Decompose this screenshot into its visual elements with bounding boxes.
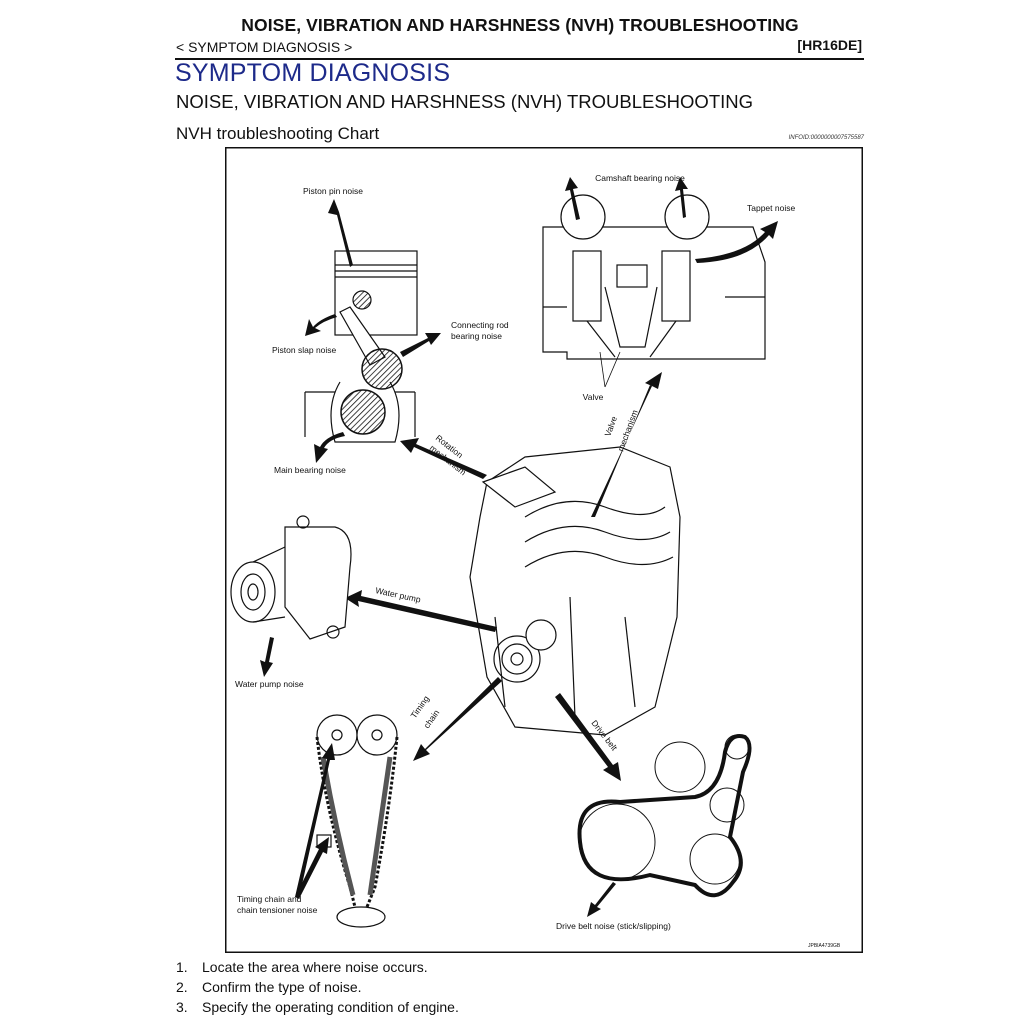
label-camshaft-bearing-noise: Camshaft bearing noise <box>595 173 685 183</box>
step-number: 3. <box>176 999 188 1015</box>
step-1: 1. Locate the area where noise occurs. <box>176 959 428 975</box>
label-piston-slap-noise: Piston slap noise <box>272 345 337 355</box>
label-valve: Valve <box>583 392 604 402</box>
rotation-mechanism-arrow <box>400 438 487 479</box>
drive-belt-noise-arrow <box>587 882 616 917</box>
camshaft-noise-arrow-right <box>675 177 688 218</box>
label-connecting-rod-1: Connecting rod <box>451 320 509 330</box>
tappet-noise-arrow <box>695 221 778 263</box>
page-header-title: NOISE, VIBRATION AND HARSHNESS (NVH) TRO… <box>241 15 799 35</box>
section-title: SYMPTOM DIAGNOSIS <box>175 59 451 87</box>
step-text: Confirm the type of noise. <box>202 979 362 995</box>
main-bearing-noise-arrow <box>314 432 345 463</box>
step-text: Locate the area where noise occurs. <box>202 959 428 975</box>
camshaft-noise-arrow-left <box>565 177 580 220</box>
timing-chain-drawing <box>315 714 399 928</box>
water-pump-noise-arrow <box>260 637 274 677</box>
connecting-rod-noise-arrow <box>400 333 441 357</box>
drive-belt-drawing <box>577 734 752 898</box>
step-3: 3. Specify the operating condition of eng… <box>176 999 459 1015</box>
valve-mechanism-arrow <box>591 372 662 517</box>
step-2: 2. Confirm the type of noise. <box>176 979 362 995</box>
timing-chain-arrow <box>413 677 502 761</box>
nvh-figure: Piston pin noise Piston slap noise Conne… <box>225 147 863 953</box>
water-pump-drawing <box>230 515 352 640</box>
piston-slap-noise-arrow <box>305 314 337 336</box>
subsection-title: NOISE, VIBRATION AND HARSHNESS (NVH) TRO… <box>176 91 754 112</box>
step-number: 2. <box>176 979 188 995</box>
water-pump-arrow <box>345 590 497 632</box>
drive-belt-arrow <box>555 693 621 781</box>
step-number: 1. <box>176 959 188 975</box>
info-id: INFOID:0000000007575587 <box>788 135 864 141</box>
piston-pin-noise-arrow <box>328 199 353 267</box>
label-timing-chain-noise-2: chain tensioner noise <box>237 905 318 915</box>
engine-block-drawing <box>469 446 681 736</box>
header-divider <box>175 58 864 60</box>
figure-code: JPBIA4739GB <box>808 943 841 949</box>
label-connecting-rod-2: bearing noise <box>451 331 502 341</box>
piston-assembly-drawing <box>304 250 418 443</box>
breadcrumb: < SYMPTOM DIAGNOSIS > <box>176 39 353 55</box>
label-main-bearing-noise: Main bearing noise <box>274 465 346 475</box>
engine-code: [HR16DE] <box>797 37 862 53</box>
label-piston-pin-noise: Piston pin noise <box>303 186 363 196</box>
timing-chain-noise-arrow-2 <box>295 837 329 899</box>
chart-title: NVH troubleshooting Chart <box>176 124 380 143</box>
label-drive-belt-noise: Drive belt noise (stick/slipping) <box>556 921 671 931</box>
label-tappet-noise: Tappet noise <box>747 203 795 213</box>
label-timing-chain-noise-1: Timing chain and <box>237 894 302 904</box>
timing-chain-noise-arrow-1 <box>295 743 335 898</box>
step-text: Specify the operating condition of engin… <box>202 999 459 1015</box>
label-water-pump-noise: Water pump noise <box>235 679 304 689</box>
